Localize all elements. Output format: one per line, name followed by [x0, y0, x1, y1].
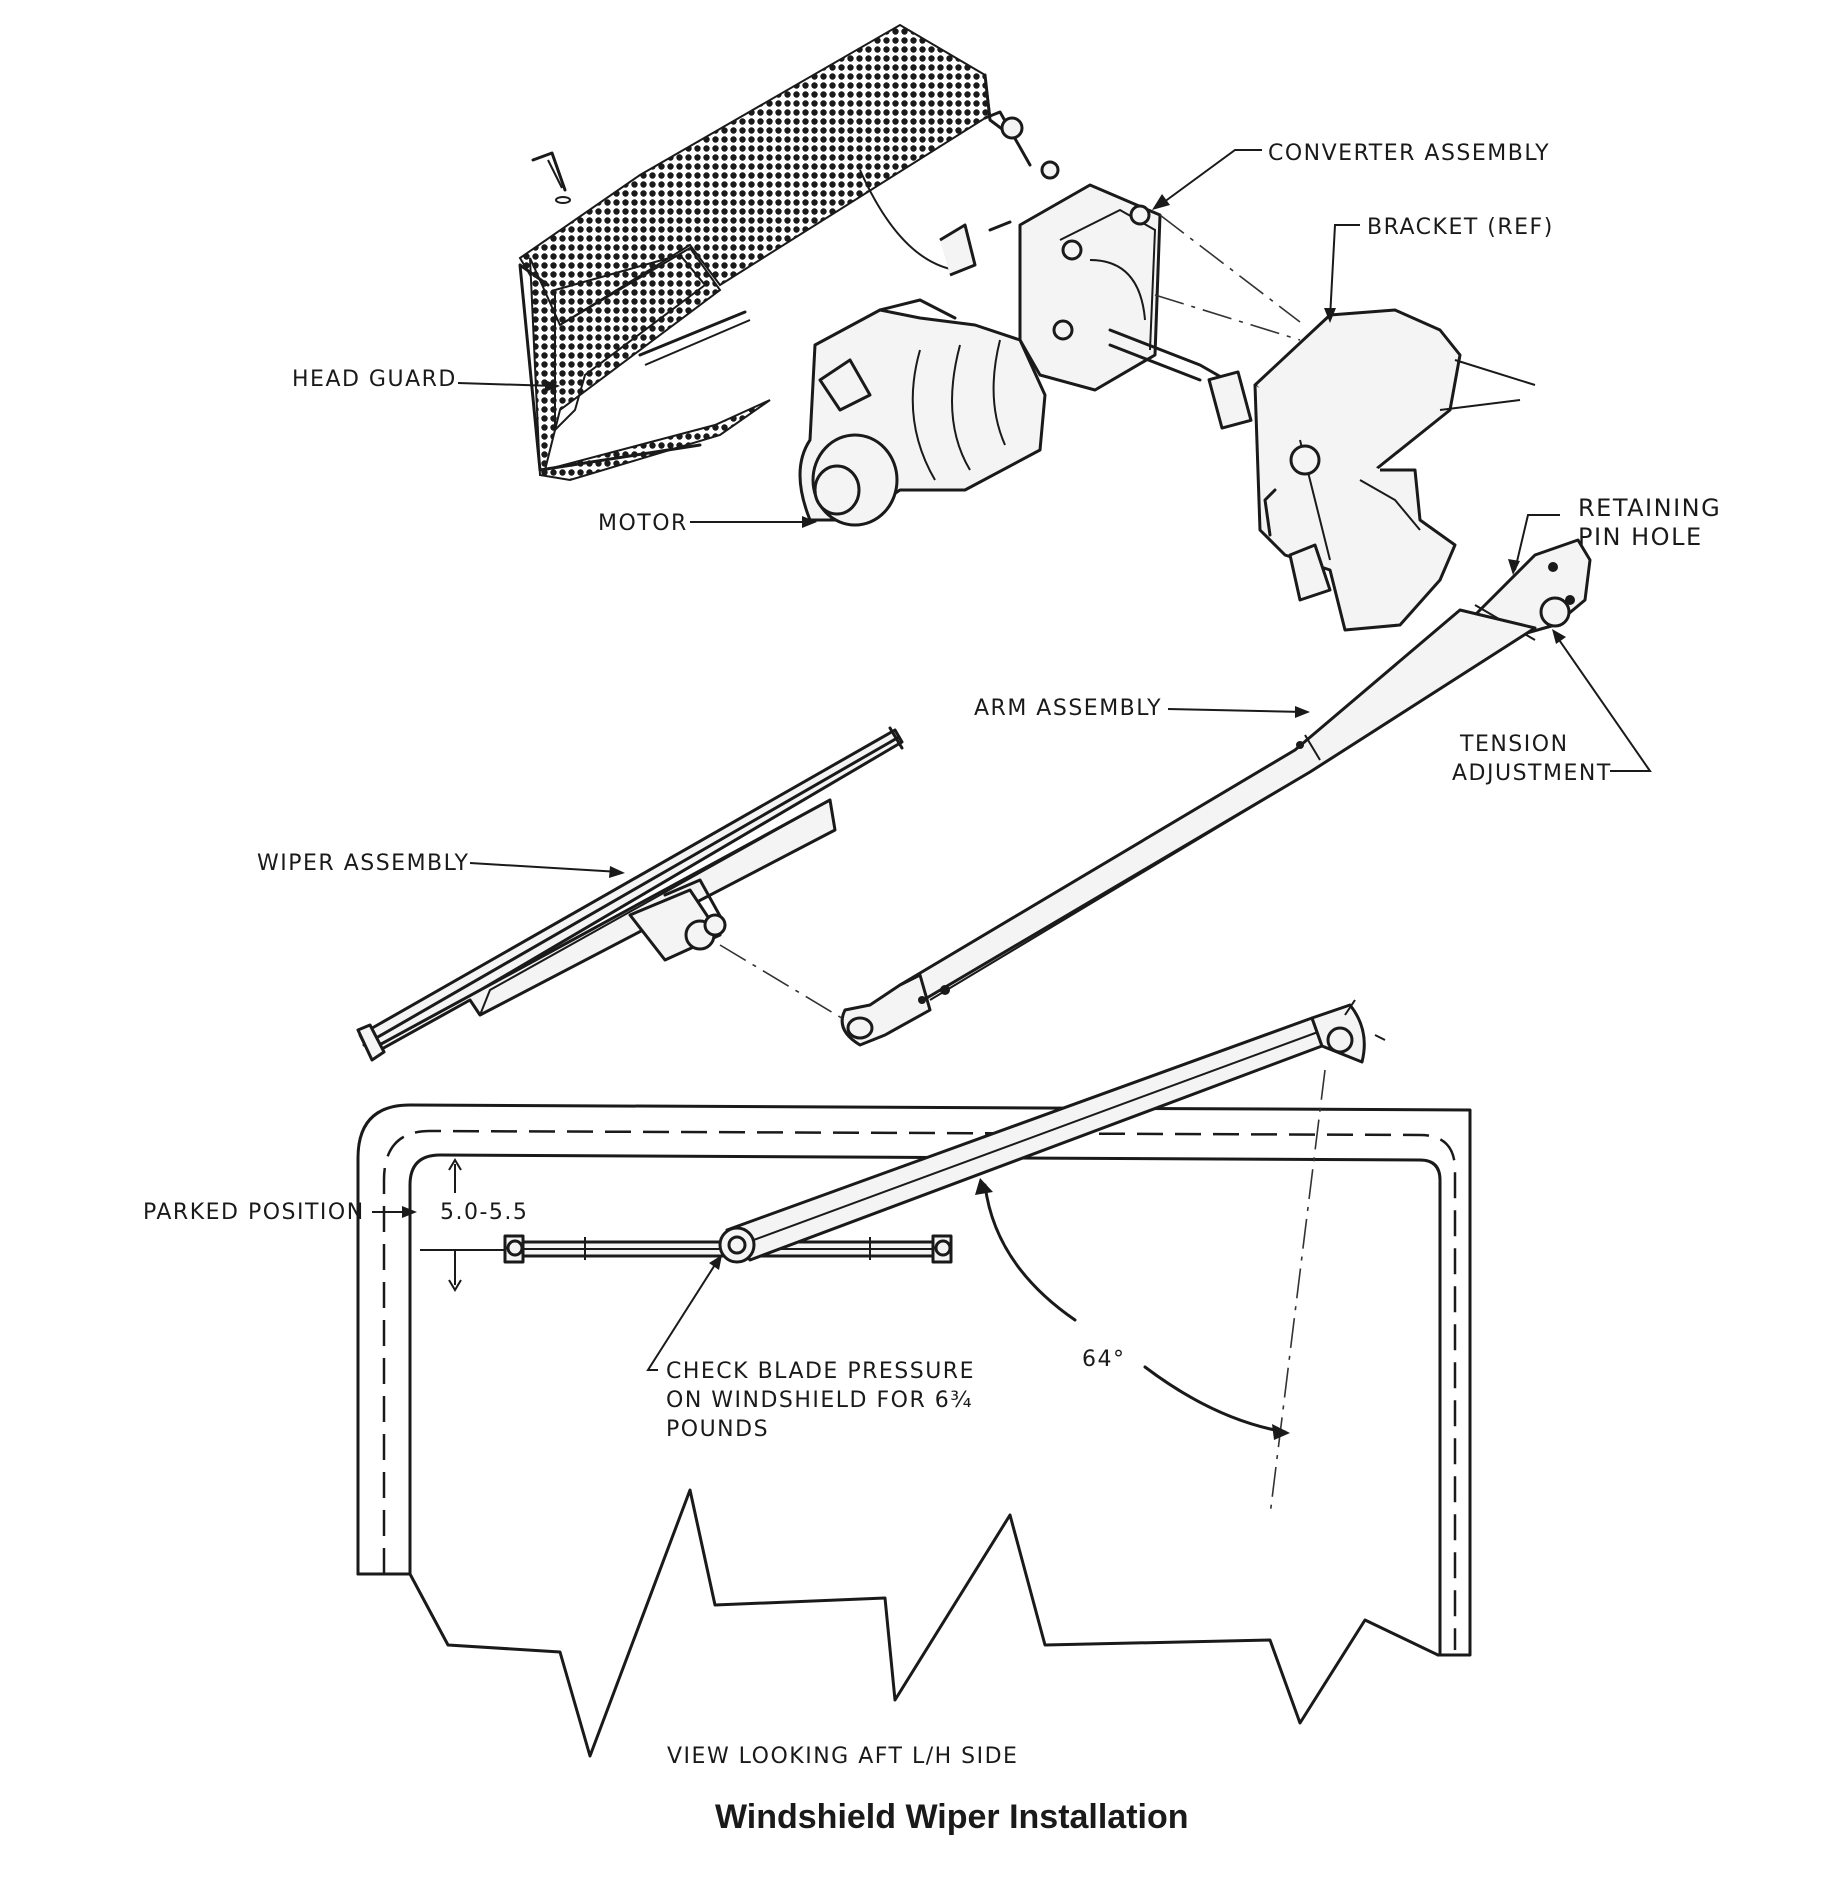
- head-guard-part: [518, 23, 1012, 482]
- label-check-blade-line3: POUNDS: [666, 1417, 769, 1442]
- leader-lines: [372, 149, 1652, 1371]
- label-head-guard: HEAD GUARD: [292, 367, 457, 392]
- label-angle: 64°: [1082, 1347, 1126, 1372]
- motor-part: [798, 298, 1047, 527]
- label-tension-adjustment-line1: TENSION: [1459, 732, 1569, 757]
- label-bracket-ref: BRACKET (REF): [1367, 215, 1554, 240]
- wiper-assembly-part: [356, 726, 904, 1062]
- label-check-blade-line2: ON WINDSHIELD FOR 6¾: [666, 1388, 973, 1413]
- angle-indicator: [975, 1178, 1290, 1440]
- label-arm-assembly: ARM ASSEMBLY: [974, 696, 1162, 721]
- label-retaining-pin-hole-line1: RETAINING: [1578, 494, 1721, 522]
- bracket-part: [1253, 308, 1536, 632]
- label-motor: MOTOR: [598, 511, 688, 536]
- fastener-set: [531, 110, 1060, 232]
- windshield-frame: [356, 1103, 1472, 1758]
- parked-dimension-marks: [420, 1158, 505, 1292]
- label-wiper-assembly: WIPER ASSEMBLY: [257, 851, 469, 876]
- label-parked-position: PARKED POSITION: [143, 1200, 365, 1225]
- arm-assembly-part: [840, 538, 1592, 1047]
- label-converter-assembly: CONVERTER ASSEMBLY: [1268, 141, 1550, 166]
- label-check-blade-line1: CHECK BLADE PRESSURE: [666, 1359, 975, 1384]
- label-parked-dimension: 5.0-5.5: [440, 1200, 528, 1225]
- installed-arm: [718, 999, 1386, 1516]
- label-view-looking-aft: VIEW LOOKING AFT L/H SIDE: [667, 1744, 1018, 1769]
- figure-caption: Windshield Wiper Installation: [715, 1798, 1189, 1836]
- label-retaining-pin-hole-line2: PIN HOLE: [1578, 523, 1703, 551]
- label-tension-adjustment-line2: ADJUSTMENT: [1452, 761, 1612, 786]
